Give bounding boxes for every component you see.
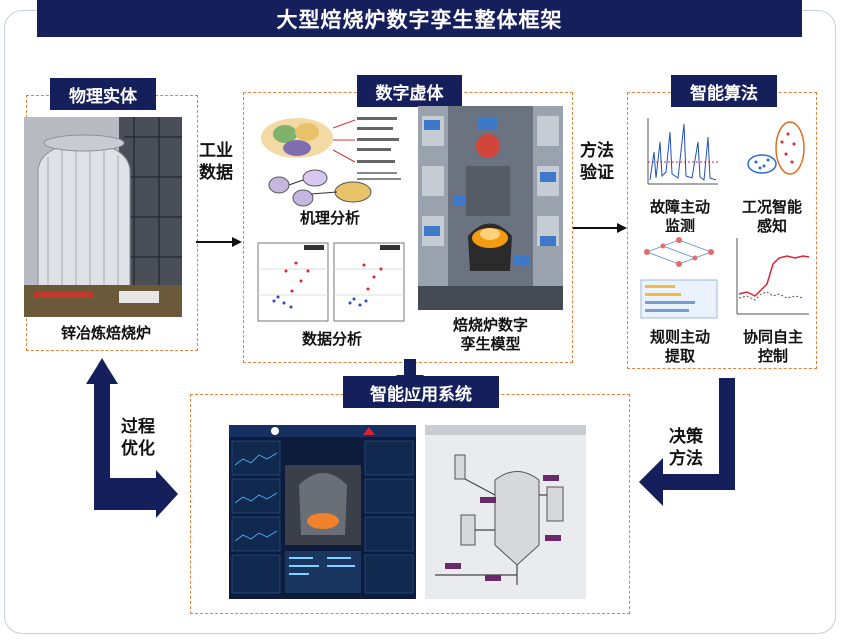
mechanism-label: 机理分析 <box>299 209 360 227</box>
process-opt-label: 过程优化 <box>121 417 155 459</box>
condition-sensing-chart <box>732 116 810 192</box>
arrow-physical-to-digital <box>196 237 242 247</box>
method-verify-label: 方法验证 <box>580 141 614 183</box>
physical-tag: 物理实体 <box>50 78 156 110</box>
arrow-algorithm-to-application <box>639 378 735 506</box>
dashboard-screenshot <box>229 425 416 599</box>
digital-tag: 数字虚体 <box>357 75 462 107</box>
fault-monitor-chart <box>640 112 720 192</box>
process-flow-screenshot <box>425 425 586 599</box>
rule-extraction-graphic <box>637 232 721 322</box>
application-tag: 智能应用系统 <box>343 376 499 408</box>
furnace-photo <box>24 117 182 317</box>
arrow-digital-to-application <box>396 359 424 391</box>
algorithm-tag: 智能算法 <box>671 75 777 107</box>
data-analysis-label: 数据分析 <box>301 330 362 348</box>
arrow-application-to-physical <box>86 358 178 518</box>
fault-monitor-label: 故障主动监测 <box>649 198 710 235</box>
diagram-title: 大型焙烧炉数字孪生整体框架 <box>37 0 802 37</box>
cooperative-control-chart <box>731 234 811 320</box>
cooperative-control-label: 协同自主控制 <box>742 328 803 365</box>
rule-extraction-label: 规则主动提取 <box>649 328 710 365</box>
arrow-digital-to-algorithm <box>573 223 627 233</box>
data-analysis-plots <box>256 241 408 324</box>
twin-model-render <box>418 106 563 310</box>
furnace-caption: 锌冶炼焙烧炉 <box>60 324 151 342</box>
twin-model-label: 焙烧炉数字孪生模型 <box>452 316 528 353</box>
mechanism-diagram <box>255 110 405 210</box>
industrial-data-label: 工业数据 <box>199 141 233 183</box>
decision-method-label: 决策方法 <box>669 427 703 469</box>
condition-sensing-label: 工况智能感知 <box>741 198 802 235</box>
